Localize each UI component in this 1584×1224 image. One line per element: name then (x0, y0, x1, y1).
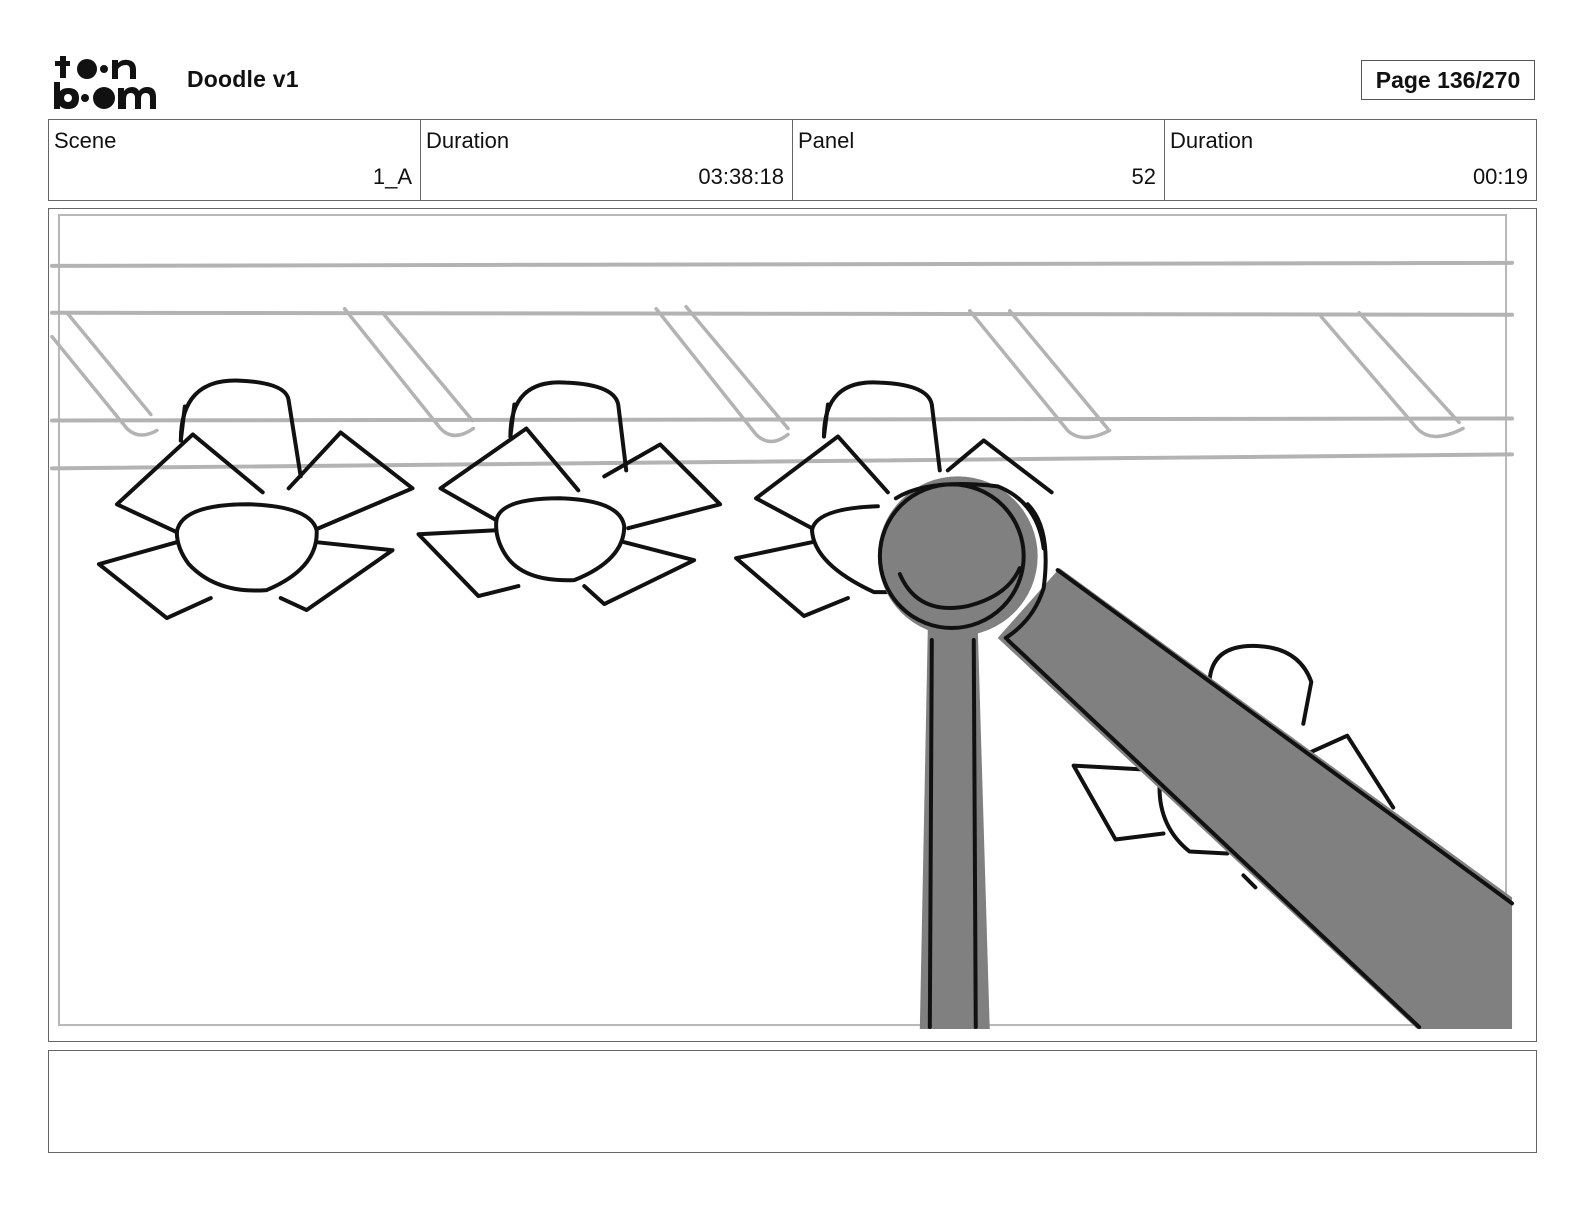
info-cell-panel-duration: Duration 00:19 (1165, 120, 1536, 200)
info-cell-panel: Panel 52 (793, 120, 1165, 200)
info-label-panel-duration: Duration (1170, 128, 1254, 153)
panel-info-table: Scene 1_A Duration 03:38:18 Panel 52 Dur… (48, 119, 1537, 201)
info-value-scene-duration: 03:38:18 (698, 164, 784, 189)
toon-boom-logo-icon (54, 56, 156, 109)
project-title: Doodle v1 (187, 66, 299, 92)
info-label-scene: Scene (54, 128, 117, 153)
info-cell-scene-duration: Duration 03:38:18 (421, 120, 793, 200)
info-label-scene-duration: Duration (426, 128, 510, 153)
storyboard-sketch-icon (49, 213, 1515, 1030)
info-label-panel: Panel (798, 128, 855, 153)
info-value-panel-duration: 00:19 (1472, 164, 1528, 189)
page-indicator: Page 136/270 (1361, 60, 1535, 100)
info-cell-scene: Scene 1_A (49, 120, 421, 200)
info-value-panel: 52 (1131, 164, 1156, 189)
info-value-scene: 1_A (372, 164, 412, 189)
storyboard-panel (48, 208, 1537, 1042)
panel-notes-box (48, 1050, 1537, 1153)
